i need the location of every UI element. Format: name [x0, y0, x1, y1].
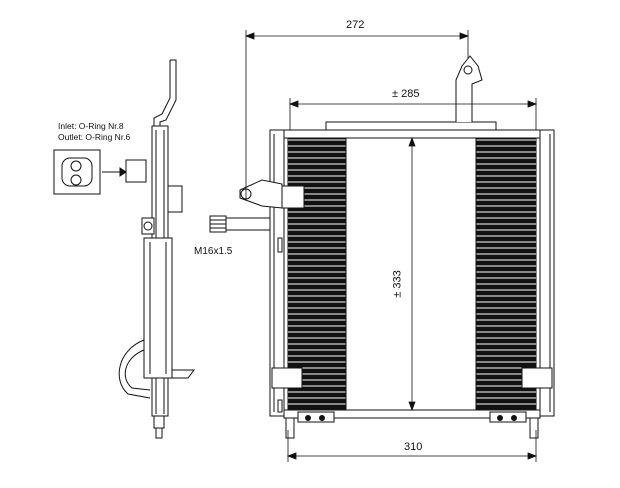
o-ring-detail [53, 149, 127, 195]
dimension-272: 272 [346, 19, 365, 31]
pipe-fitting [209, 215, 279, 233]
dimension-333: ± 333 [391, 270, 404, 298]
fin-block-right [475, 137, 537, 411]
condenser-front [239, 55, 555, 439]
outlet-note: Outlet: O-Ring Nr.6 [58, 132, 131, 142]
dimension-285: ± 285 [392, 88, 420, 100]
dimension-310: 310 [404, 441, 423, 453]
fin-block-left [287, 137, 347, 411]
dimension-lines [244, 30, 538, 462]
fin-background [287, 137, 347, 411]
thread-label: M16x1.5 [194, 246, 233, 257]
side-view [118, 59, 195, 439]
inlet-note: Inlet: O-Ring Nr.8 [58, 121, 124, 131]
fin-background [475, 137, 537, 411]
